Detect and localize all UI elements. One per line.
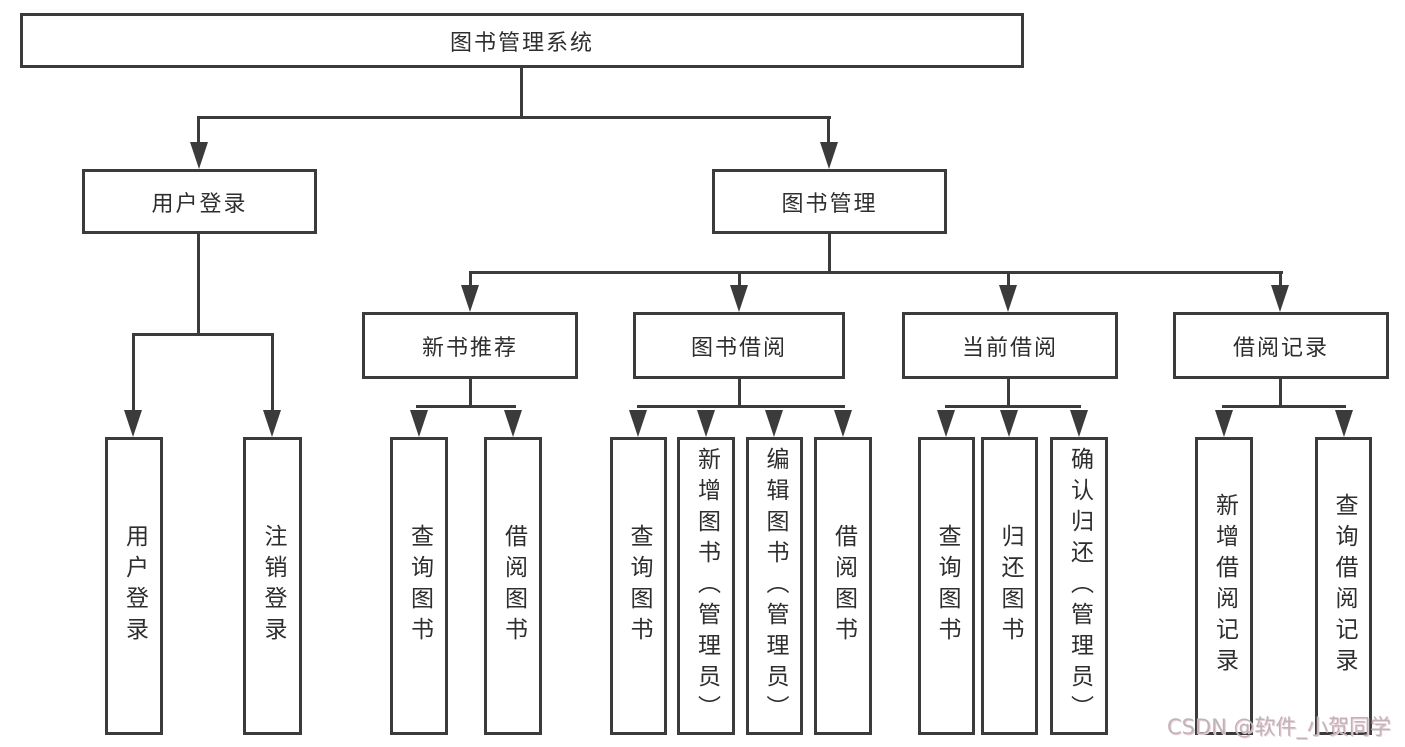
leaf-query-books-borrow: 查询图书 (610, 437, 667, 735)
leaf-query-books-recommend: 查询图书 (390, 437, 448, 735)
node-label: 新书推荐 (421, 335, 518, 361)
edge-root-right-drop (827, 116, 830, 144)
arrow-down-icon (765, 410, 783, 437)
arrow-down-icon (504, 410, 522, 437)
arrow-down-icon (834, 410, 852, 437)
edge-bookmgmt-horizontal (469, 271, 1283, 274)
leaf-confirm-return-admin: 确认归还（管理员） (1050, 437, 1108, 735)
arrow-down-icon (1215, 410, 1233, 437)
node-label: 新增借阅记录 (1211, 493, 1238, 679)
arrow-down-icon (1000, 410, 1018, 437)
arrow-down-icon (124, 410, 142, 437)
arrow-down-icon (1070, 410, 1088, 437)
node-book-borrow: 图书借阅 (633, 312, 845, 379)
leaf-return-book: 归还图书 (981, 437, 1038, 735)
node-label: 图书借阅 (690, 335, 787, 361)
arrow-down-icon (190, 142, 208, 169)
arrow-down-icon (1271, 285, 1289, 312)
arrow-down-icon (697, 410, 715, 437)
edge-records-horizontal (1222, 405, 1346, 408)
node-current-borrow: 当前借阅 (902, 312, 1118, 379)
leaf-query-borrow-record: 查询借阅记录 (1315, 437, 1372, 735)
edge-bookmgmt-stem (828, 234, 831, 274)
edge-root-stem (520, 68, 523, 118)
edge-bookborrow-stem (738, 379, 741, 408)
arrow-down-icon (937, 410, 955, 437)
node-label: 新增图书（管理员） (693, 446, 720, 726)
leaf-logout: 注销登录 (243, 437, 302, 735)
node-label: 借阅图书 (500, 524, 527, 648)
leaf-query-books-current: 查询图书 (918, 437, 975, 735)
node-user-login: 用户登录 (82, 169, 317, 234)
leaf-user-login: 用户登录 (105, 437, 163, 735)
edge-currentborrow-stem (1007, 379, 1010, 408)
edge-bookmgmt-drop (738, 271, 741, 288)
node-library-system: 图书管理系统 (20, 13, 1024, 68)
watermark: CSDN @软件_小贺同学 (1166, 715, 1391, 739)
edge-userlogin-right-drop (271, 333, 274, 412)
node-label: 查询借阅记录 (1331, 493, 1357, 679)
node-new-book-recommend: 新书推荐 (362, 312, 578, 379)
arrow-down-icon (263, 410, 281, 437)
arrow-down-icon (1335, 410, 1353, 437)
edge-bookborrow-horizontal (637, 405, 845, 408)
node-borrow-records: 借阅记录 (1173, 312, 1389, 379)
leaf-add-borrow-record: 新增借阅记录 (1195, 437, 1253, 735)
arrow-down-icon (999, 285, 1017, 312)
arrow-down-icon (461, 285, 479, 312)
node-label: 借阅记录 (1232, 335, 1329, 361)
arrow-down-icon (410, 410, 428, 437)
node-label: 当前借阅 (961, 335, 1058, 361)
edge-userlogin-left-drop (132, 333, 135, 412)
node-label: 归还图书 (997, 524, 1023, 648)
arrow-down-icon (820, 142, 838, 169)
node-label: 图书管理 (781, 191, 878, 217)
node-label: 查询图书 (934, 524, 960, 648)
node-label: 用户登录 (121, 524, 148, 648)
edge-records-stem (1279, 379, 1282, 408)
edge-bookmgmt-drop (1007, 271, 1010, 288)
leaf-borrow-books-recommend: 借阅图书 (484, 437, 542, 735)
edge-root-left-drop (197, 116, 200, 144)
arrow-down-icon (629, 410, 647, 437)
edge-root-horizontal (197, 116, 831, 119)
node-label: 查询图书 (406, 524, 433, 648)
node-label: 编辑图书（管理员） (762, 446, 788, 726)
arrow-down-icon (730, 285, 748, 312)
node-label: 借阅图书 (830, 524, 857, 648)
edge-userlogin-stem (197, 234, 200, 336)
leaf-edit-book-admin: 编辑图书（管理员） (746, 437, 803, 735)
edge-userlogin-horizontal (132, 333, 274, 336)
node-label: 查询图书 (626, 524, 652, 648)
edge-bookmgmt-drop (1279, 271, 1282, 288)
node-label: 用户登录 (151, 191, 248, 217)
edge-bookmgmt-drop (469, 271, 472, 288)
node-book-management: 图书管理 (712, 169, 947, 234)
node-label: 图书管理系统 (449, 30, 594, 56)
edge-newbook-horizontal (416, 405, 516, 408)
leaf-borrow-books-borrow: 借阅图书 (814, 437, 872, 735)
node-label: 注销登录 (260, 524, 286, 648)
leaf-add-book-admin: 新增图书（管理员） (677, 437, 735, 735)
edge-newbook-stem (469, 379, 472, 408)
node-label: 确认归还（管理员） (1066, 446, 1093, 726)
edge-currentborrow-horizontal (945, 405, 1081, 408)
